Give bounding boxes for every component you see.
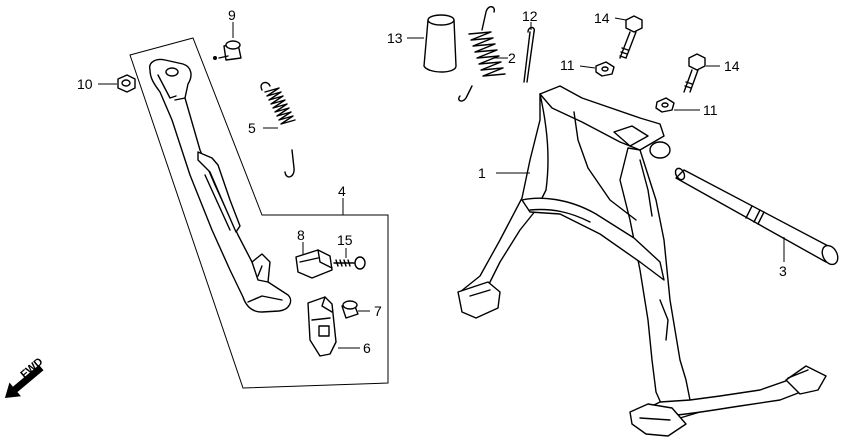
- callout-14-upper: 14: [594, 10, 610, 26]
- main-stand-1: [457, 85, 827, 437]
- bolt-14-upper: [619, 15, 643, 59]
- callout-9: 9: [228, 7, 236, 23]
- callout-11-right: 11: [703, 102, 718, 118]
- callout-14-right: 14: [724, 58, 740, 74]
- callout-11-upper: 11: [560, 57, 575, 73]
- collar-7: [341, 300, 359, 319]
- cotter-pin-12: [523, 26, 536, 83]
- fwd-arrow-icon: [4, 364, 44, 399]
- callout-5: 5: [248, 120, 256, 136]
- callout-13: 13: [387, 30, 403, 46]
- shaft-3: [674, 167, 839, 266]
- leader-14-upper: [614, 17, 627, 21]
- spring-2: [457, 6, 506, 102]
- bolt-14-right: [683, 53, 706, 93]
- switch-8: [295, 249, 333, 279]
- callout-3: 3: [779, 263, 787, 279]
- switch-body-6: [307, 296, 337, 357]
- leader-11-upper: [579, 65, 596, 69]
- callout-1: 1: [478, 165, 486, 181]
- nut-10: [117, 74, 136, 93]
- callout-6: 6: [363, 340, 371, 356]
- callout-4: 4: [338, 183, 346, 199]
- side-stand-group-outline: [129, 37, 389, 389]
- callout-12: 12: [522, 8, 538, 24]
- callout-15: 15: [337, 232, 353, 248]
- pivot-bolt-9: [213, 40, 242, 61]
- spring-5: [260, 81, 296, 178]
- callout-2: 2: [508, 50, 516, 66]
- callout-7: 7: [374, 303, 382, 319]
- collar-13: [423, 14, 457, 73]
- callout-8: 8: [297, 227, 305, 243]
- side-stand-arm: [149, 58, 292, 313]
- screw-15: [333, 256, 366, 270]
- nut-11-upper: [595, 61, 615, 77]
- nut-11-right: [655, 97, 675, 113]
- callout-10: 10: [77, 76, 93, 92]
